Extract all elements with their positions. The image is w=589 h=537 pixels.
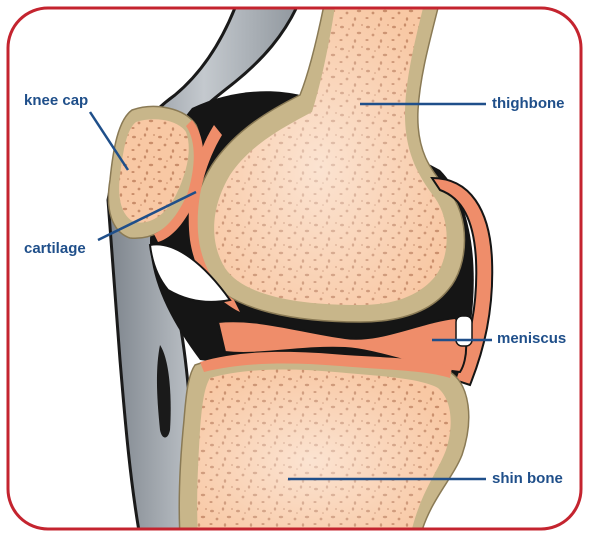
meniscus-label: meniscus <box>497 330 566 347</box>
knee-cap-label: knee cap <box>24 92 88 109</box>
thighbone-label: thighbone <box>492 95 564 112</box>
meniscus-highlight <box>456 316 472 346</box>
cartilage-label: cartilage <box>24 240 86 257</box>
shin-bone-label: shin bone <box>492 470 563 487</box>
